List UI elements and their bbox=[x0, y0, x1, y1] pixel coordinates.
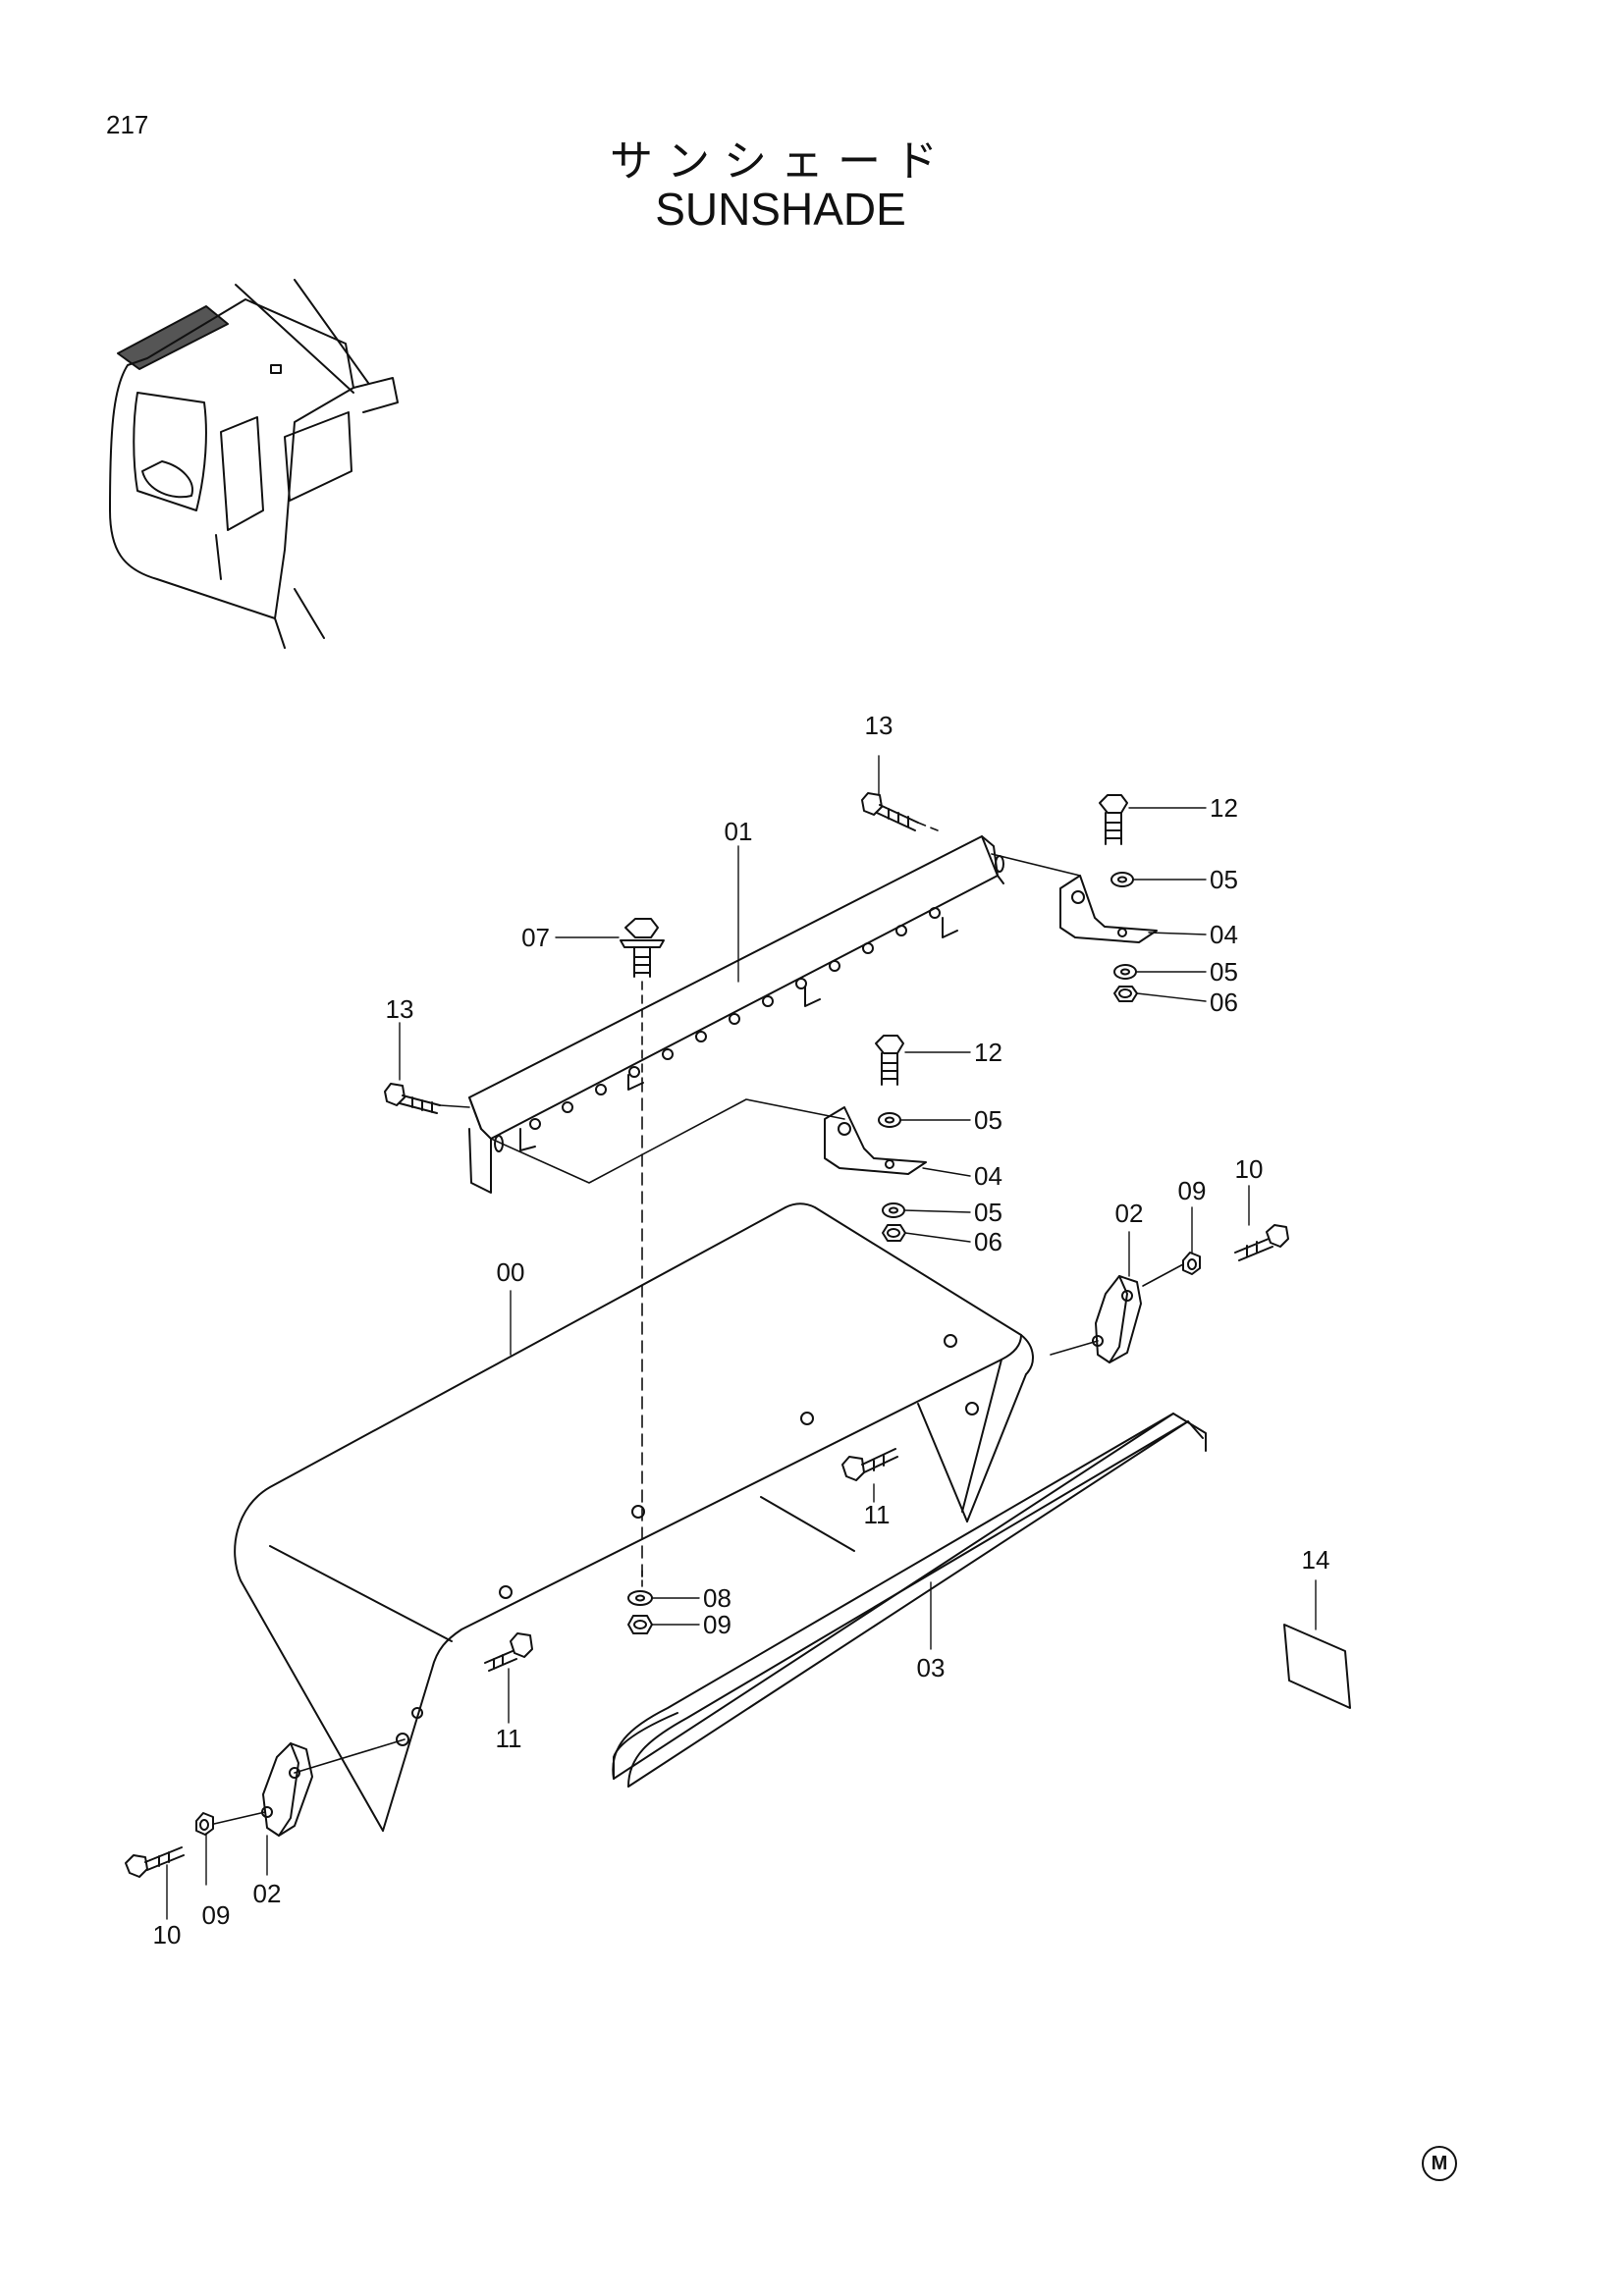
page-title: SUNSHADE bbox=[655, 184, 906, 235]
bracket-rail bbox=[468, 835, 1004, 1194]
page-number: 217 bbox=[106, 110, 149, 139]
part-callout-14: 14 bbox=[1302, 1545, 1330, 1575]
part-callout-01: 01 bbox=[725, 817, 753, 846]
part-callout-11: 11 bbox=[864, 1500, 891, 1529]
part-callout-09: 09 bbox=[202, 1900, 231, 1930]
part-callout-04: 04 bbox=[974, 1161, 1002, 1191]
side-bracket-right bbox=[1092, 1275, 1142, 1363]
part-callout-02: 02 bbox=[1115, 1199, 1144, 1228]
part-callout-06: 06 bbox=[974, 1227, 1002, 1256]
part-callout-06: 06 bbox=[1210, 988, 1238, 1017]
mount-bracket-middle bbox=[824, 1106, 927, 1175]
part-callout-05: 05 bbox=[1210, 865, 1238, 894]
bolt-10-right bbox=[1234, 1224, 1289, 1261]
sunshade-panel bbox=[234, 1202, 1034, 1832]
decal-sheet bbox=[1283, 1624, 1351, 1709]
bolt-13-top bbox=[861, 792, 919, 831]
part-callout-11: 11 bbox=[496, 1724, 522, 1753]
mount-bracket-upper-right bbox=[1059, 875, 1158, 943]
part-callout-12: 12 bbox=[974, 1038, 1002, 1067]
part-callout-12: 12 bbox=[1210, 793, 1238, 823]
part-callout-09: 09 bbox=[703, 1610, 731, 1639]
part-callout-13: 13 bbox=[865, 711, 893, 740]
bolt-12-mid bbox=[875, 1035, 904, 1086]
bolt-12-top bbox=[1099, 794, 1128, 845]
part-callout-02: 02 bbox=[253, 1879, 282, 1908]
manufacturer-mark-icon: M bbox=[1422, 2146, 1457, 2181]
bolt-11-low bbox=[484, 1632, 533, 1672]
cab-location-thumbnail bbox=[109, 279, 399, 649]
part-callout-08: 08 bbox=[703, 1583, 731, 1613]
part-callout-03: 03 bbox=[917, 1653, 946, 1682]
part-callout-05: 05 bbox=[974, 1105, 1002, 1135]
part-callout-10: 10 bbox=[1235, 1154, 1264, 1184]
bolt-11-mid bbox=[841, 1448, 898, 1481]
bolt-07 bbox=[620, 918, 665, 978]
part-callout-05: 05 bbox=[1210, 957, 1238, 987]
part-callout-07: 07 bbox=[521, 923, 550, 952]
part-callout-09: 09 bbox=[1178, 1176, 1207, 1205]
part-callout-13: 13 bbox=[386, 994, 414, 1024]
page-title-japanese: サンシェード bbox=[610, 136, 951, 187]
rubber-seal-strip bbox=[612, 1413, 1207, 1788]
part-callout-04: 04 bbox=[1210, 920, 1238, 949]
part-callout-10: 10 bbox=[153, 1920, 182, 1949]
bolt-10-left bbox=[125, 1846, 185, 1878]
part-callout-00: 00 bbox=[497, 1257, 525, 1287]
side-bracket-left bbox=[261, 1742, 313, 1837]
bolt-13-left bbox=[384, 1083, 441, 1114]
part-callout-05: 05 bbox=[974, 1198, 1002, 1227]
